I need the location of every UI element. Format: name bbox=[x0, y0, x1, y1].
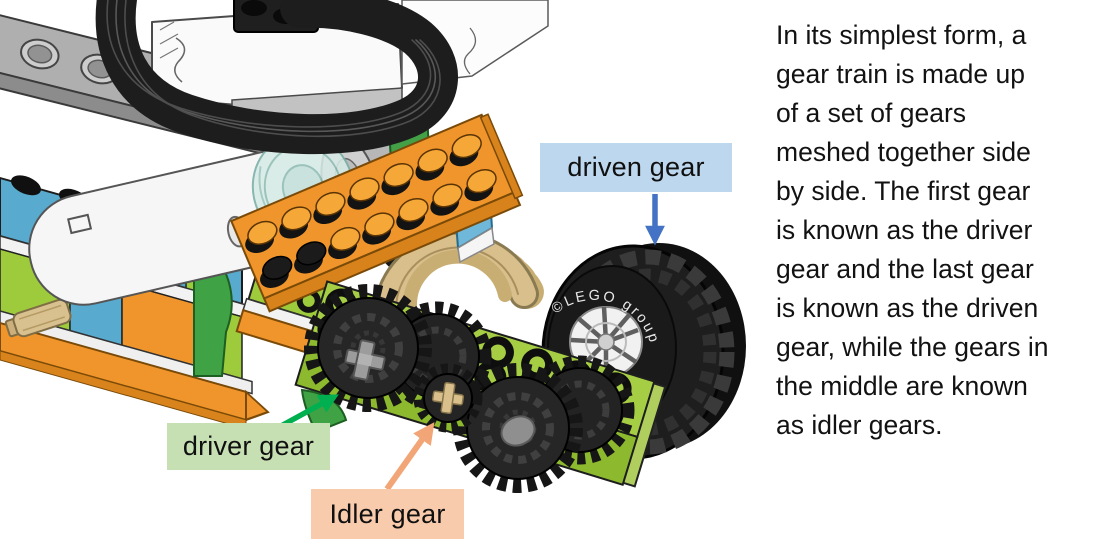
front-lower-gear bbox=[453, 363, 583, 493]
description-line: is known as the driven bbox=[776, 293, 1039, 323]
description-line: the middle are known bbox=[776, 371, 1028, 401]
description-line: of a set of gears bbox=[776, 98, 967, 128]
idler-tan-cross bbox=[431, 381, 465, 415]
driver-gear-arrow bbox=[279, 394, 339, 429]
description-line: by side. The first gear bbox=[776, 176, 1031, 206]
lego-gear-train-illustration: ©LEGO group bbox=[0, 0, 746, 493]
description-line: gear and the last gear bbox=[776, 254, 1034, 284]
tan-curved-gear bbox=[373, 231, 544, 325]
description-line: gear train is made up bbox=[776, 59, 1025, 89]
driven-gear-label: driven gear bbox=[540, 143, 732, 192]
description-line: meshed together side bbox=[776, 137, 1031, 167]
white-sliver bbox=[457, 226, 495, 264]
idler-gear-label: Idler gear bbox=[311, 489, 464, 539]
tan-axle bbox=[4, 298, 72, 338]
driver-gear-label: driver gear bbox=[167, 423, 330, 470]
plate-studs bbox=[245, 134, 497, 288]
idler-gear-arrow bbox=[384, 422, 435, 491]
description-line: gear, while the gears in bbox=[776, 332, 1049, 362]
cable bbox=[95, 0, 458, 155]
description-line: In its simplest form, a bbox=[776, 20, 1027, 50]
driver-gray-cross bbox=[344, 339, 386, 381]
idler-gear-graphic bbox=[413, 363, 483, 433]
description-text: In its simplest form, a gear train is ma… bbox=[776, 16, 1049, 445]
description-line: as idler gears. bbox=[776, 410, 943, 440]
description-line: is known as the driver bbox=[776, 215, 1033, 245]
wheel-hub bbox=[569, 306, 643, 378]
driver-gear-graphic bbox=[304, 284, 432, 412]
